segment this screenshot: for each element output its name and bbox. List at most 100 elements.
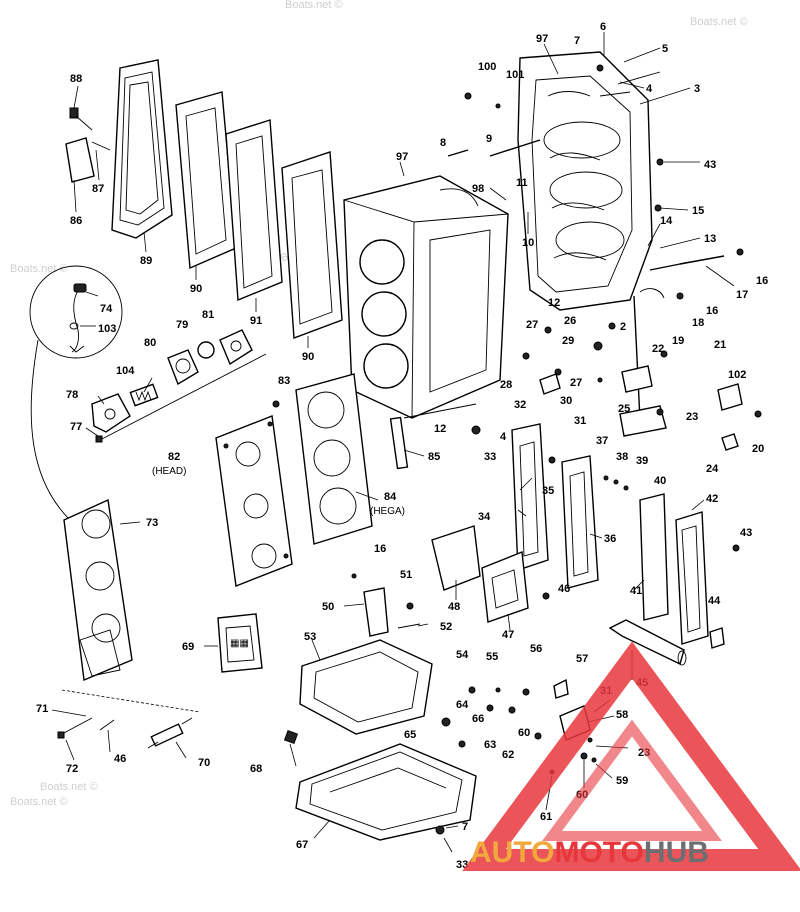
gasket-53	[299, 639, 433, 735]
callout-46: 46	[558, 583, 570, 595]
callout-25: 25	[618, 403, 630, 415]
callout-79: 79	[176, 319, 188, 331]
callout-13: 13	[704, 233, 716, 245]
callout-69: 69	[182, 641, 194, 653]
callout-101: 101	[506, 69, 524, 81]
callout-28: 28	[500, 379, 512, 391]
inset-circle	[29, 265, 123, 521]
callout-59: 59	[616, 775, 628, 787]
callout-12: 12	[548, 297, 560, 309]
callout-42: 42	[706, 493, 718, 505]
exhaust-gasket-91	[225, 119, 283, 302]
callout-15: 15	[692, 205, 704, 217]
callout-86: 86	[70, 215, 82, 227]
callout-84: 84	[384, 491, 397, 503]
plate-86	[65, 137, 95, 183]
callout-32: 32	[514, 399, 526, 411]
exhaust-cover-89	[111, 59, 173, 239]
bracket-50	[363, 587, 421, 637]
callout-100: 100	[478, 61, 496, 73]
callout-55: 55	[486, 651, 498, 663]
callout-78: 78	[66, 389, 78, 401]
callout-90: 90	[190, 283, 202, 295]
callout-82: 82	[168, 451, 180, 463]
callout-70: 70	[198, 757, 210, 769]
adapter-plate-67	[283, 729, 477, 841]
callout-5: 5	[662, 43, 668, 55]
callout-34: 34	[478, 511, 491, 523]
callout-16: 16	[756, 275, 768, 287]
linkage-19-25	[619, 288, 667, 437]
logo-text: AUTOMOTOHUB	[470, 836, 709, 869]
callout-19: 19	[672, 335, 684, 347]
callout-7: 7	[462, 821, 468, 833]
cylinder-head-82	[215, 415, 293, 587]
callout-44: 44	[708, 595, 721, 607]
cover-41	[639, 493, 669, 621]
callout-7: 7	[574, 35, 580, 47]
callout-23: 23	[686, 411, 698, 423]
callout-88: 88	[70, 73, 82, 85]
exhaust-plate-90	[175, 91, 237, 270]
callout-83: 83	[278, 375, 290, 387]
callout-27: 27	[570, 377, 582, 389]
callout-38: 38	[616, 451, 628, 463]
callout-60: 60	[518, 727, 530, 739]
callout-24: 24	[706, 463, 719, 475]
callout-54: 54	[456, 649, 469, 661]
callout-80: 80	[144, 337, 156, 349]
callout-72: 72	[66, 763, 78, 775]
watermark: Boats.net ©	[690, 16, 748, 28]
callout-31: 31	[574, 415, 586, 427]
rods	[447, 71, 725, 271]
callout-4: 4	[646, 83, 653, 95]
callout-90: 90	[302, 351, 314, 363]
svg-text:▦▦: ▦▦	[230, 638, 249, 649]
crankcase-97	[517, 51, 653, 311]
callout-29: 29	[562, 335, 574, 347]
module-69: ▦▦	[217, 613, 263, 673]
callout-89: 89	[140, 255, 152, 267]
cover-81	[219, 329, 253, 366]
bracket-48	[431, 525, 481, 591]
callout-33: 33	[484, 451, 496, 463]
callout-9: 9	[486, 133, 492, 145]
cover-36	[561, 455, 599, 589]
callout-30: 30	[560, 395, 572, 407]
callout-3: 3	[694, 83, 700, 95]
callout-57: 57	[576, 653, 588, 665]
side-covers	[511, 423, 709, 645]
callout-37: 37	[596, 435, 608, 447]
tube-45	[608, 619, 687, 666]
callout-87: 87	[92, 183, 104, 195]
callout-20: 20	[752, 443, 764, 455]
callout-48: 48	[448, 601, 460, 613]
callout-2: 2	[620, 321, 626, 333]
thermostat-cover-78	[91, 393, 131, 433]
callout-85: 85	[428, 451, 440, 463]
callout-53: 53	[304, 631, 316, 643]
plug-68	[283, 729, 299, 745]
exhaust-cover-plates	[111, 59, 343, 339]
callout-61: 61	[540, 811, 552, 823]
callout-71: 71	[36, 703, 48, 715]
callout-91: 91	[250, 315, 262, 327]
callout-56: 56	[530, 643, 542, 655]
callout-18: 18	[692, 317, 704, 329]
callout-68: 68	[250, 763, 262, 775]
callout-51: 51	[400, 569, 412, 581]
watermark: Boats.net ©	[285, 0, 343, 11]
callout-73: 73	[146, 517, 158, 529]
callout-4: 4	[500, 431, 507, 443]
callout-27: 27	[526, 319, 538, 331]
thermostat-80	[167, 349, 199, 386]
spring-104	[129, 383, 159, 407]
watermark: Boats.net ©	[10, 796, 68, 808]
callout-64: 64	[456, 699, 469, 711]
brackets-47-48	[431, 525, 529, 623]
cylinder-block-97	[343, 175, 509, 419]
callout-12: 12	[434, 423, 446, 435]
callout-17: 17	[736, 289, 748, 301]
logo-triangle-icon	[462, 641, 800, 871]
